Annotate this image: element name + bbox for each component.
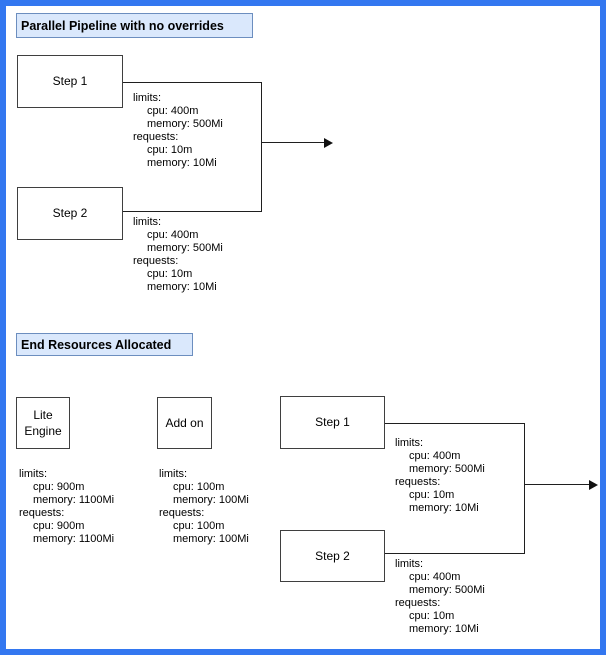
- resource-line: limits:: [395, 558, 424, 570]
- resource-line: cpu: 900m: [33, 481, 85, 493]
- pipeline-step2-box: Step 2: [17, 187, 123, 240]
- resource-line: cpu: 10m: [147, 144, 193, 156]
- end-step1-box: Step 1: [280, 396, 385, 449]
- resource-line: memory: 500Mi: [147, 242, 223, 254]
- arrowhead-icon: [589, 480, 598, 490]
- resource-line: requests:: [133, 255, 179, 267]
- resource-line: cpu: 900m: [33, 520, 85, 532]
- resource-line: memory: 500Mi: [409, 463, 485, 475]
- resource-line: requests:: [159, 507, 205, 519]
- resource-line: memory: 10Mi: [409, 502, 479, 514]
- end-step2-box: Step 2: [280, 530, 385, 582]
- add-on-box: Add on: [157, 397, 212, 449]
- add-on-label: Add on: [165, 415, 204, 430]
- arrowhead-icon: [324, 138, 333, 148]
- pipeline-output-arrow: [262, 142, 324, 143]
- resource-line: memory: 500Mi: [409, 584, 485, 596]
- resource-line: limits:: [19, 468, 48, 480]
- pipeline-step1-label: Step 1: [52, 74, 88, 89]
- resource-line: memory: 1100Mi: [33, 533, 115, 545]
- pipeline-step1-resources: limits: cpu: 400m memory: 500Mi requests…: [133, 92, 223, 170]
- end-step1-resources: limits: cpu: 400m memory: 500Mi requests…: [395, 437, 485, 515]
- end-step2-resources: limits: cpu: 400m memory: 500Mi requests…: [395, 558, 485, 636]
- pipeline-step1-box: Step 1: [17, 55, 123, 108]
- resource-line: cpu: 10m: [409, 489, 455, 501]
- resource-line: requests:: [19, 507, 65, 519]
- end-output-arrow: [525, 484, 589, 485]
- resource-line: requests:: [395, 597, 441, 609]
- resource-line: cpu: 400m: [147, 105, 199, 117]
- resource-line: memory: 100Mi: [173, 494, 249, 506]
- resource-line: cpu: 10m: [147, 268, 193, 280]
- resource-line: cpu: 100m: [173, 520, 225, 532]
- resource-line: limits:: [395, 437, 424, 449]
- resource-line: memory: 100Mi: [173, 533, 249, 545]
- resource-line: memory: 10Mi: [147, 157, 217, 169]
- resource-line: cpu: 100m: [173, 481, 225, 493]
- section-title-parallel-pipeline: Parallel Pipeline with no overrides: [16, 13, 253, 38]
- resource-line: limits:: [133, 92, 162, 104]
- resource-line: cpu: 400m: [147, 229, 199, 241]
- resource-line: memory: 10Mi: [409, 623, 479, 635]
- pipeline-step2-resources: limits: cpu: 400m memory: 500Mi requests…: [133, 216, 223, 294]
- resource-line: memory: 10Mi: [147, 281, 217, 293]
- resource-line: memory: 1100Mi: [33, 494, 115, 506]
- pipeline-fanin-connector: [123, 82, 262, 212]
- resource-line: cpu: 400m: [409, 571, 461, 583]
- resource-line: cpu: 10m: [409, 610, 455, 622]
- lite-engine-resources: limits: cpu: 900m memory: 1100Mi request…: [19, 468, 114, 546]
- add-on-resources: limits: cpu: 100m memory: 100Mi requests…: [159, 468, 249, 546]
- resource-line: requests:: [395, 476, 441, 488]
- end-step1-label: Step 1: [315, 415, 350, 430]
- end-fanin-connector: [385, 423, 525, 554]
- resource-line: limits:: [159, 468, 188, 480]
- lite-engine-box: Lite Engine: [16, 397, 70, 449]
- lite-engine-label: Lite Engine: [24, 407, 62, 438]
- resource-line: limits:: [133, 216, 162, 228]
- end-step2-label: Step 2: [315, 548, 350, 563]
- resource-line: requests:: [133, 131, 179, 143]
- resource-line: cpu: 400m: [409, 450, 461, 462]
- pipeline-step2-label: Step 2: [52, 206, 88, 221]
- resource-line: memory: 500Mi: [147, 118, 223, 130]
- section-title-end-resources: End Resources Allocated: [16, 333, 193, 356]
